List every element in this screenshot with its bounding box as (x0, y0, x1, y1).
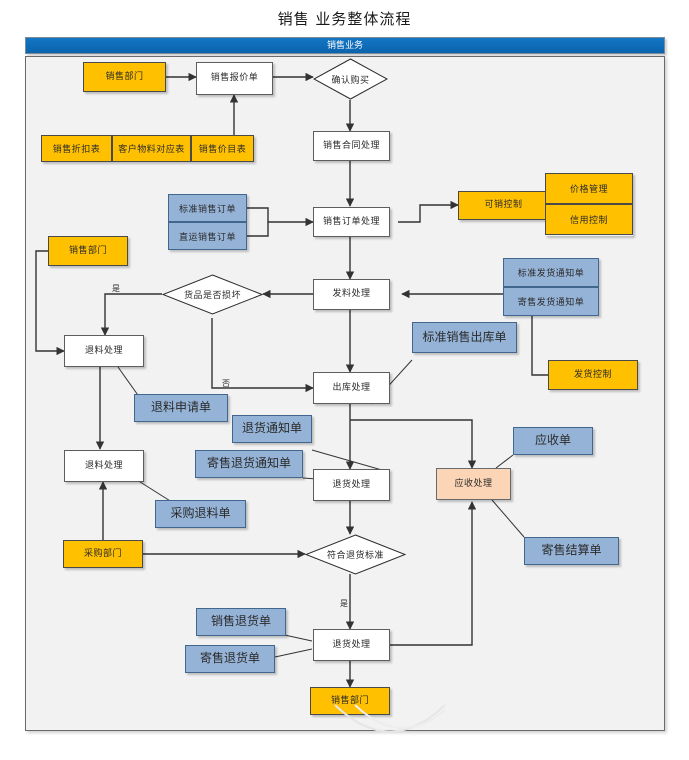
page-title: 销售 业务整体流程 (277, 10, 412, 28)
node-direct-sales-order[interactable]: 直运销售订单 (168, 222, 247, 250)
node-confirm-purchase[interactable]: 确认购买 (313, 58, 388, 100)
master-table-group: 销售折扣表 客户物料对应表 销售价目表 (41, 135, 254, 162)
node-standard-delivery-notice[interactable]: 标准发货通知单 (503, 258, 599, 287)
node-discount-table[interactable]: 销售折扣表 (41, 135, 112, 162)
node-purchase-dept[interactable]: 采购部门 (63, 540, 143, 568)
node-return-material-process-2[interactable]: 退料处理 (64, 450, 144, 482)
node-meets-return-standard-label: 符合退货标准 (326, 551, 384, 561)
node-sales-return-note[interactable]: 销售退货单 (196, 608, 286, 636)
node-sales-dept-top[interactable]: 销售部门 (83, 62, 166, 92)
node-goods-damaged[interactable]: 货品是否损坏 (162, 274, 263, 315)
node-return-material-request[interactable]: 退料申请单 (134, 394, 228, 422)
node-standard-sales-order[interactable]: 标准销售订单 (168, 194, 247, 222)
node-confirm-purchase-label: 确认购买 (331, 75, 370, 86)
node-sales-quote[interactable]: 销售报价单 (196, 62, 273, 95)
edge-label-yes-return: 是 (340, 599, 348, 608)
node-sales-dept-bottom[interactable]: 销售部门 (310, 687, 390, 715)
pool-header: 销售业务 (25, 37, 665, 54)
node-consign-return-note[interactable]: 寄售退货单 (185, 645, 275, 673)
node-return-material-process-1[interactable]: 退料处理 (64, 335, 144, 367)
delivery-notice-group: 标准发货通知单 寄售发货通知单 (503, 258, 599, 316)
node-return-notice[interactable]: 退货通知单 (232, 415, 312, 443)
node-issue-process[interactable]: 发料处理 (313, 279, 390, 310)
node-sales-order-process[interactable]: 销售订单处理 (313, 207, 390, 237)
node-sales-contract[interactable]: 销售合同处理 (313, 131, 390, 161)
node-consign-settlement[interactable]: 寄售结算单 (524, 537, 619, 565)
sales-order-doc-group: 标准销售订单 直运销售订单 (168, 194, 247, 250)
node-return-process-mid[interactable]: 退货处理 (313, 469, 390, 501)
node-meets-return-standard[interactable]: 符合退货标准 (305, 534, 406, 575)
node-standard-sales-outbound[interactable]: 标准销售出库单 (412, 322, 517, 353)
node-consign-delivery-notice[interactable]: 寄售发货通知单 (503, 287, 599, 316)
control-group: 价格管理 信用控制 (545, 173, 633, 236)
node-sales-dept-left[interactable]: 销售部门 (48, 236, 128, 266)
edge-label-yes-damaged: 是 (112, 284, 120, 293)
node-customer-material-table[interactable]: 客户物料对应表 (112, 135, 191, 162)
node-receivable-process[interactable]: 应收处理 (436, 468, 511, 500)
flowchart-page: 销售 业务整体流程 销售业务 (25, 10, 665, 733)
edge-label-no-damaged: 否 (222, 379, 230, 388)
node-goods-damaged-label: 货品是否损坏 (183, 291, 241, 301)
node-consign-return-notice[interactable]: 寄售退货通知单 (195, 450, 303, 478)
node-price-management[interactable]: 价格管理 (545, 173, 633, 204)
node-outbound-process[interactable]: 出库处理 (313, 372, 390, 404)
node-receivable-note[interactable]: 应收单 (513, 427, 593, 455)
node-delivery-control[interactable]: 发货控制 (548, 360, 638, 390)
node-purchase-return-material[interactable]: 采购退料单 (155, 500, 246, 528)
node-credit-control[interactable]: 信用控制 (545, 204, 633, 235)
node-price-list-table[interactable]: 销售价目表 (191, 135, 254, 162)
node-return-process-bottom[interactable]: 退货处理 (313, 629, 390, 661)
node-sellable-control[interactable]: 可销控制 (458, 191, 549, 220)
